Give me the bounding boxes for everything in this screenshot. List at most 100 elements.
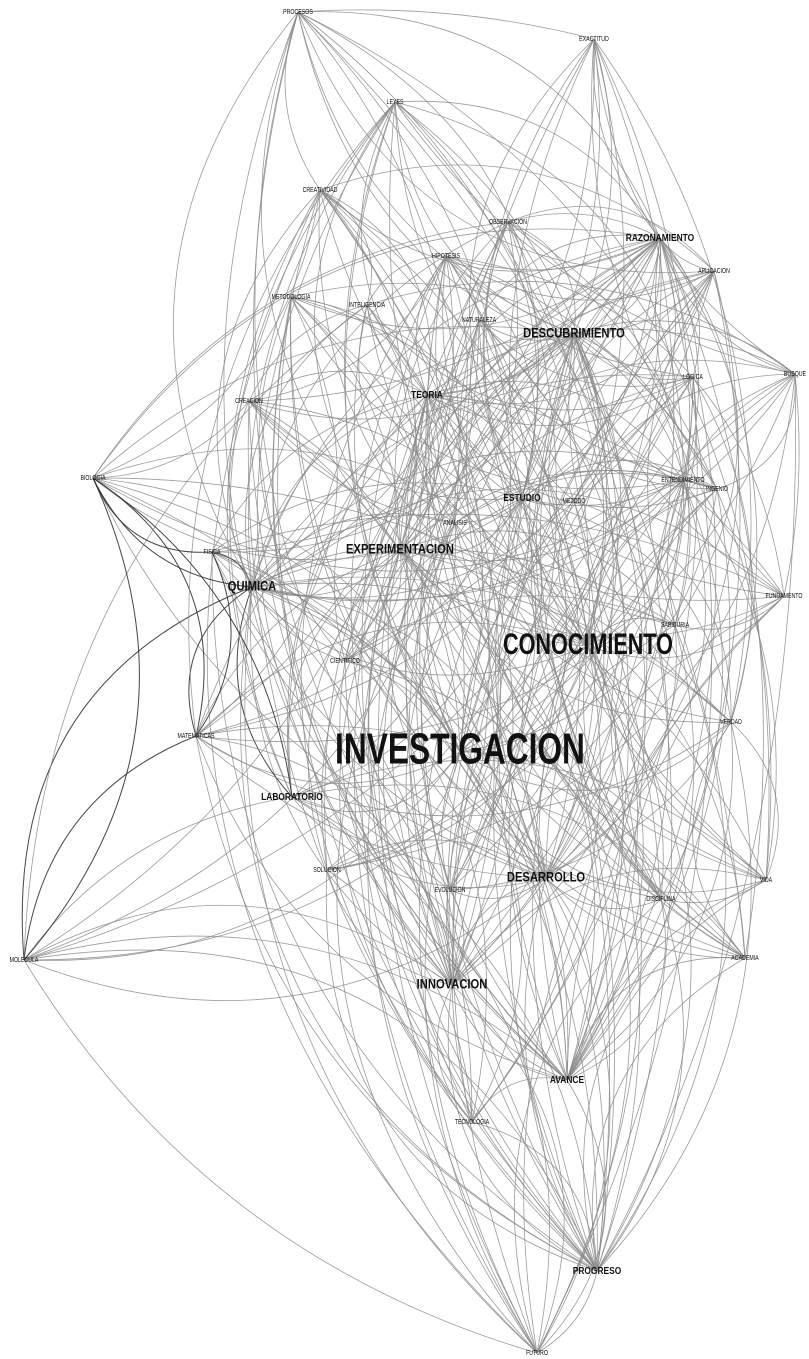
edge-quimica-razonamiento [251, 237, 661, 588]
node-label-creacion: CREACION [235, 397, 263, 405]
edge-experimentacion-observacion [394, 221, 509, 551]
edge-teoria-creacion [248, 370, 428, 402]
edge-teoria-busqueda [426, 328, 796, 396]
node-label-descubrimiento: DESCUBRIMIENTO [523, 326, 625, 341]
node-label-exactitud: EXACTITUD [579, 35, 609, 43]
node-label-creatividad: CREATIVIDAD [303, 186, 338, 194]
edge-conocimiento-razonamiento [548, 237, 661, 647]
edge-progreso-entendimiento [509, 479, 684, 1272]
node-label-progreso: PROGRESO [573, 1265, 622, 1277]
edge-conocimiento-quimica [251, 546, 589, 647]
edge-fisica-disciplina [211, 551, 662, 900]
edge-cientifico-progreso [344, 660, 598, 1272]
edge-razonamiento-procesos [297, 11, 661, 239]
node-label-solucion: SOLUCION [313, 866, 340, 874]
edge-descubrimiento-metodo [573, 333, 599, 502]
node-label-investigacion: INVESTIGACION [335, 725, 585, 774]
edge-desarrollo-futuro [536, 877, 611, 1354]
edge-vida-procesos [297, 11, 770, 881]
edge-innovacion-observacion [405, 221, 509, 986]
edge-experimentacion-fundamento [399, 549, 785, 638]
edge-desarrollo-entendimiento [545, 479, 706, 879]
edge-razonamiento-fundamento [655, 237, 785, 597]
edge-investigacion-futuro [424, 751, 538, 1354]
edge-biologia-fisica [92, 477, 213, 553]
edge-analisis-entendimiento [454, 470, 684, 524]
edge-conocimiento-desarrollo [545, 645, 617, 879]
edge-teoria-metodo [426, 394, 575, 502]
node-label-metodo: METODO [563, 497, 586, 505]
edge-fundamento-futuro [523, 595, 785, 1354]
edge-descubrimiento-innovacion [390, 333, 575, 986]
edge-desarrollo-molecula [23, 877, 547, 1002]
edge-vida-exactitud [509, 38, 767, 881]
edge-investigacion-tecnologia [459, 751, 523, 1123]
edge-estudio-fisica [211, 482, 523, 553]
edge-verdad-experimentacion [399, 549, 732, 723]
edge-descubrimiento-evolucion [449, 333, 618, 891]
edge-verdad-metodo [573, 500, 732, 723]
edge-quimica-progreso [240, 586, 598, 1272]
edge-experimentacion-creatividad [319, 189, 417, 551]
edge-fundamento-quimica [251, 488, 785, 597]
edge-avance-vida [566, 879, 767, 1081]
edge-busqueda-ingenio [716, 373, 796, 490]
edge-razonamiento-teoria [426, 237, 661, 396]
edge-experimentacion-procesos [261, 11, 401, 551]
edge-busqueda-evolucion [449, 373, 796, 891]
edge-progreso-inteligencia [366, 304, 615, 1272]
edge-investigacion-ingenio [459, 488, 718, 753]
node-label-biologia: BIOLOGIA [80, 474, 106, 482]
edge-metodologia-cientifico [258, 296, 346, 662]
edge-razonamiento-innovacion [408, 237, 661, 986]
edge-descubrimiento-aplicacion [573, 270, 715, 335]
edge-descubrimiento-sabiduria [573, 333, 691, 626]
edge-avance-disciplina [566, 898, 666, 1081]
edge-analisis-futuro [336, 522, 538, 1354]
edge-molecula-matematicas [23, 735, 197, 961]
edge-procesos-creatividad [284, 11, 321, 191]
edge-tecnologia-sabiduria [451, 624, 676, 1123]
edge-busqueda-exactitud [593, 38, 796, 375]
edge-avance-logica [538, 376, 694, 1081]
node-label-conocimiento: CONOCIMIENTO [503, 626, 673, 660]
edge-avance-fundamento [566, 595, 785, 1081]
node-label-verdad: VERDAD [720, 718, 742, 726]
edge-metodologia-ingenio [290, 282, 718, 490]
edge-biologia-creatividad [92, 189, 321, 479]
edge-descubrimiento-biologia [92, 326, 575, 479]
edge-fisica-fundamento [211, 513, 785, 597]
edge-descubrimiento-observacion [507, 221, 576, 335]
edge-laboratorio-analisis [291, 522, 456, 798]
node-label-teoria: TEORIA [411, 389, 443, 401]
edge-biologia-creacion [92, 400, 250, 479]
edge-busqueda-leyes [394, 101, 796, 375]
edge-razonamiento-biologia [92, 228, 661, 479]
edge-avance-academia [566, 957, 746, 1081]
edge-quimica-busqueda [251, 373, 796, 601]
edge-progreso-verdad [596, 721, 752, 1272]
edge-teoria-inteligencia [366, 304, 428, 396]
edge-biologia-conocimiento [92, 448, 589, 647]
edge-creatividad-laboratorio [226, 189, 321, 798]
node-label-inteligencia: INTELIGENCIA [349, 301, 386, 309]
edge-descubrimiento-verdad [568, 333, 732, 723]
edge-sabiduria-aplicacion [647, 270, 715, 626]
edge-quimica-molecula [21, 586, 253, 961]
edge-futuro-creatividad [206, 189, 538, 1354]
edge-estudio-metodologia [290, 296, 523, 499]
edge-creacion-hipotesis [248, 255, 447, 402]
edge-teoria-logica [426, 376, 694, 426]
node-label-estudio: ESTUDIO [503, 492, 540, 504]
edge-creatividad-quimica [216, 189, 321, 588]
edge-logica-progreso [532, 376, 694, 1272]
edge-estudio-analisis [454, 497, 523, 524]
edge-descubrimiento-logica [573, 333, 694, 380]
edge-progreso-academia [591, 957, 746, 1272]
edge-disciplina-vida [660, 879, 767, 904]
edge-sabiduria-hipotesis [442, 255, 676, 626]
edge-desarrollo-evolucion [449, 877, 547, 899]
edge-avance-creacion [248, 400, 568, 1081]
edge-academia-matematicas [195, 725, 746, 959]
edge-biologia-verdad [92, 477, 732, 723]
